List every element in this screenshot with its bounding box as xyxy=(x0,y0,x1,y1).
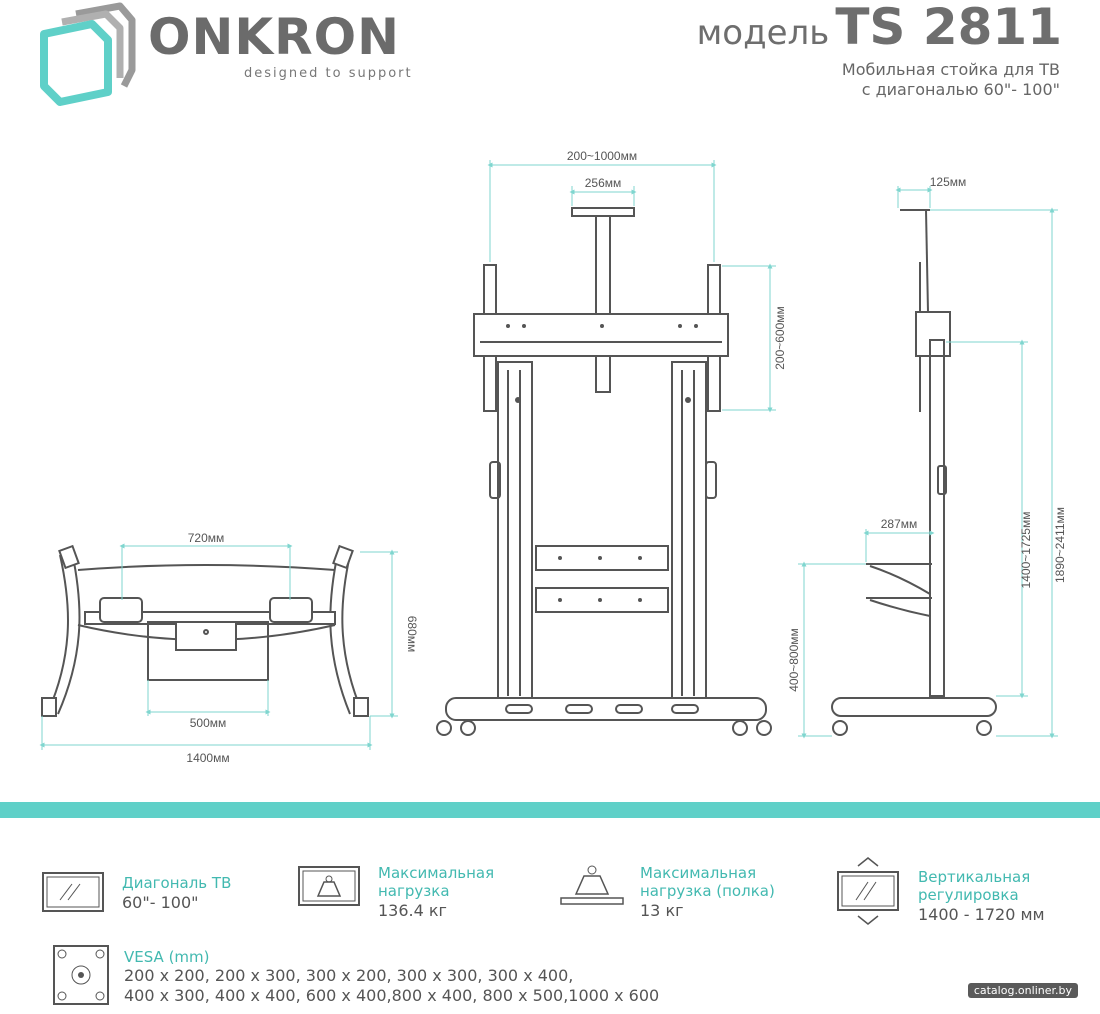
base-top-view xyxy=(41,544,369,717)
dim-front-width: 200~1000мм xyxy=(567,149,637,163)
dim-base-width-top: 720мм xyxy=(188,531,225,545)
product-subtitle: Мобильная стойка для ТВ с диагональю 60"… xyxy=(842,60,1060,100)
model-prefix: модель xyxy=(696,13,830,53)
tv-screen-icon xyxy=(42,872,104,912)
onkron-logo-icon xyxy=(40,2,136,106)
side-dimensions xyxy=(798,186,1058,739)
brand-name: ONKRON xyxy=(148,8,400,66)
front-dimensions xyxy=(487,160,776,413)
spec-vert-value: 1400 - 1720 мм xyxy=(918,905,1045,924)
spec-tv-label: Диагональ ТВ xyxy=(122,874,232,892)
dim-side-total: 1890~2411мм xyxy=(1053,507,1067,583)
spec-load-label-2: нагрузка xyxy=(378,882,450,900)
source-tag: catalog.onliner.by xyxy=(967,983,1078,998)
dim-front-vesa-height: 200~600мм xyxy=(773,306,787,370)
spec-vert-label: Вертикальная xyxy=(918,868,1031,886)
model-name: TS 2811 xyxy=(835,0,1062,56)
spec-shelf-label: Максимальная xyxy=(640,864,757,882)
vesa-line-1: 200 x 200, 200 x 300, 300 x 200, 300 x 3… xyxy=(124,966,574,985)
vertical-adjust-icon xyxy=(837,857,899,925)
front-view-details xyxy=(506,324,698,602)
spec-shelf-label-2: нагрузка (полка) xyxy=(640,882,775,900)
subtitle-line-2: с диагональю 60"- 100" xyxy=(861,80,1060,99)
dim-base-inner: 500мм xyxy=(190,716,227,730)
spec-load-label: Максимальная xyxy=(378,864,495,882)
dim-base-depth: 680мм xyxy=(405,616,419,653)
vesa-line-2: 400 x 300, 400 x 400, 600 x 400,800 x 40… xyxy=(124,986,660,1005)
accent-band xyxy=(0,802,1100,818)
dim-side-shelf-height: 400~800мм xyxy=(787,628,801,692)
base-dimensions xyxy=(39,543,398,750)
dim-front-top: 256мм xyxy=(585,176,622,190)
dim-base-width: 1400мм xyxy=(186,751,229,765)
vesa-mount-icon xyxy=(53,945,109,1005)
spec-shelf-value: 13 кг xyxy=(640,901,684,920)
vesa-label: VESA (mm) xyxy=(124,948,210,966)
dim-side-height-adj: 1400~1725мм xyxy=(1019,512,1033,589)
front-view xyxy=(436,207,772,736)
technical-drawing: 720мм 500мм 1400мм 680мм xyxy=(39,149,1067,765)
spec-vert-label-2: регулировка xyxy=(918,886,1019,904)
spec-load-value: 136.4 кг xyxy=(378,901,447,920)
shelf-weight-icon xyxy=(560,865,624,905)
subtitle-line-1: Мобильная стойка для ТВ xyxy=(841,60,1060,79)
side-view xyxy=(831,209,997,736)
dim-side-shelf: 287мм xyxy=(881,517,918,531)
weight-load-icon xyxy=(298,866,360,906)
dim-side-top: 125мм xyxy=(930,175,967,189)
brand-tagline: designed to support xyxy=(244,66,413,81)
spec-tv-value: 60"- 100" xyxy=(122,893,199,912)
